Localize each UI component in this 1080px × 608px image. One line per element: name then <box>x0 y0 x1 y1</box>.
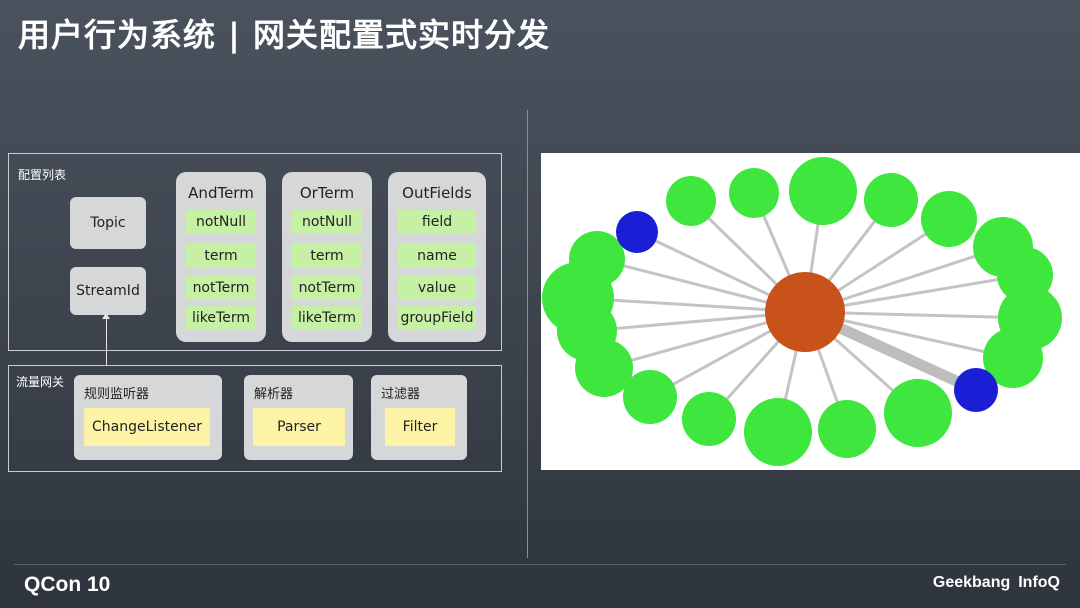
column-cell: likeTerm <box>292 306 362 330</box>
gateway-component-label: 过滤器 <box>381 387 421 402</box>
graph-node-highlight <box>616 211 658 253</box>
column-cell: field <box>398 210 476 234</box>
column-cell: notTerm <box>292 276 362 300</box>
column-cell: term <box>186 244 256 268</box>
graph-node <box>744 398 812 466</box>
infoq-logo: InfoQ <box>1018 574 1060 591</box>
topology-graph <box>541 153 1080 470</box>
slide-title: 用户行为系统 | 网关配置式实时分发 <box>18 16 550 54</box>
connector-arrowhead <box>102 313 110 319</box>
graph-node <box>569 231 625 287</box>
geekbang-logo: Geekbang <box>932 574 1011 591</box>
column-cell: notNull <box>292 210 362 234</box>
footer-brands: Geekbang InfoQ <box>933 574 1060 592</box>
outfields-column: OutFields field name value groupField <box>388 172 486 342</box>
graph-node <box>818 400 876 458</box>
graph-node <box>983 328 1043 388</box>
column-cell: name <box>398 244 476 268</box>
filter-box: Filter <box>385 408 455 446</box>
column-cell: notNull <box>186 210 256 234</box>
footer-divider <box>14 564 1066 565</box>
graph-node <box>864 173 918 227</box>
topic-box: Topic <box>70 197 146 249</box>
config-list-label: 配置列表 <box>18 168 67 182</box>
orterm-column: OrTerm notNull term notTerm likeTerm <box>282 172 372 342</box>
connector-line <box>106 316 107 366</box>
column-header: AndTerm <box>188 184 254 202</box>
gateway-panel <box>8 365 502 472</box>
gateway-label: 流量网关 <box>16 375 65 389</box>
graph-svg <box>542 157 1062 466</box>
streamid-box: StreamId <box>70 267 146 315</box>
filter-group: 过滤器 Filter <box>371 375 467 460</box>
vertical-divider <box>527 110 528 558</box>
graph-center-node <box>765 272 845 352</box>
column-cell: value <box>398 276 476 300</box>
graph-node <box>921 191 977 247</box>
column-cell: groupField <box>398 306 476 330</box>
parser-box: Parser <box>253 408 345 446</box>
qcon-logo: QCon 10 <box>24 573 111 596</box>
andterm-column: AndTerm notNull term notTerm likeTerm <box>176 172 266 342</box>
column-header: OutFields <box>402 184 472 202</box>
graph-node <box>682 392 736 446</box>
column-cell: notTerm <box>186 276 256 300</box>
graph-node-highlight <box>954 368 998 412</box>
graph-node <box>789 157 857 225</box>
parser-group: 解析器 Parser <box>244 375 353 460</box>
config-list-panel <box>8 153 502 351</box>
column-cell: likeTerm <box>186 306 256 330</box>
column-header: OrTerm <box>299 184 355 202</box>
change-listener-group: 规则监听器 ChangeListener <box>74 375 222 460</box>
gateway-component-label: 规则监听器 <box>84 387 150 402</box>
graph-node <box>623 370 677 424</box>
graph-node <box>884 379 952 447</box>
gateway-component-label: 解析器 <box>254 387 294 402</box>
graph-node <box>729 168 779 218</box>
column-cell: term <box>292 244 362 268</box>
graph-node <box>666 176 716 226</box>
change-listener-box: ChangeListener <box>84 408 210 446</box>
